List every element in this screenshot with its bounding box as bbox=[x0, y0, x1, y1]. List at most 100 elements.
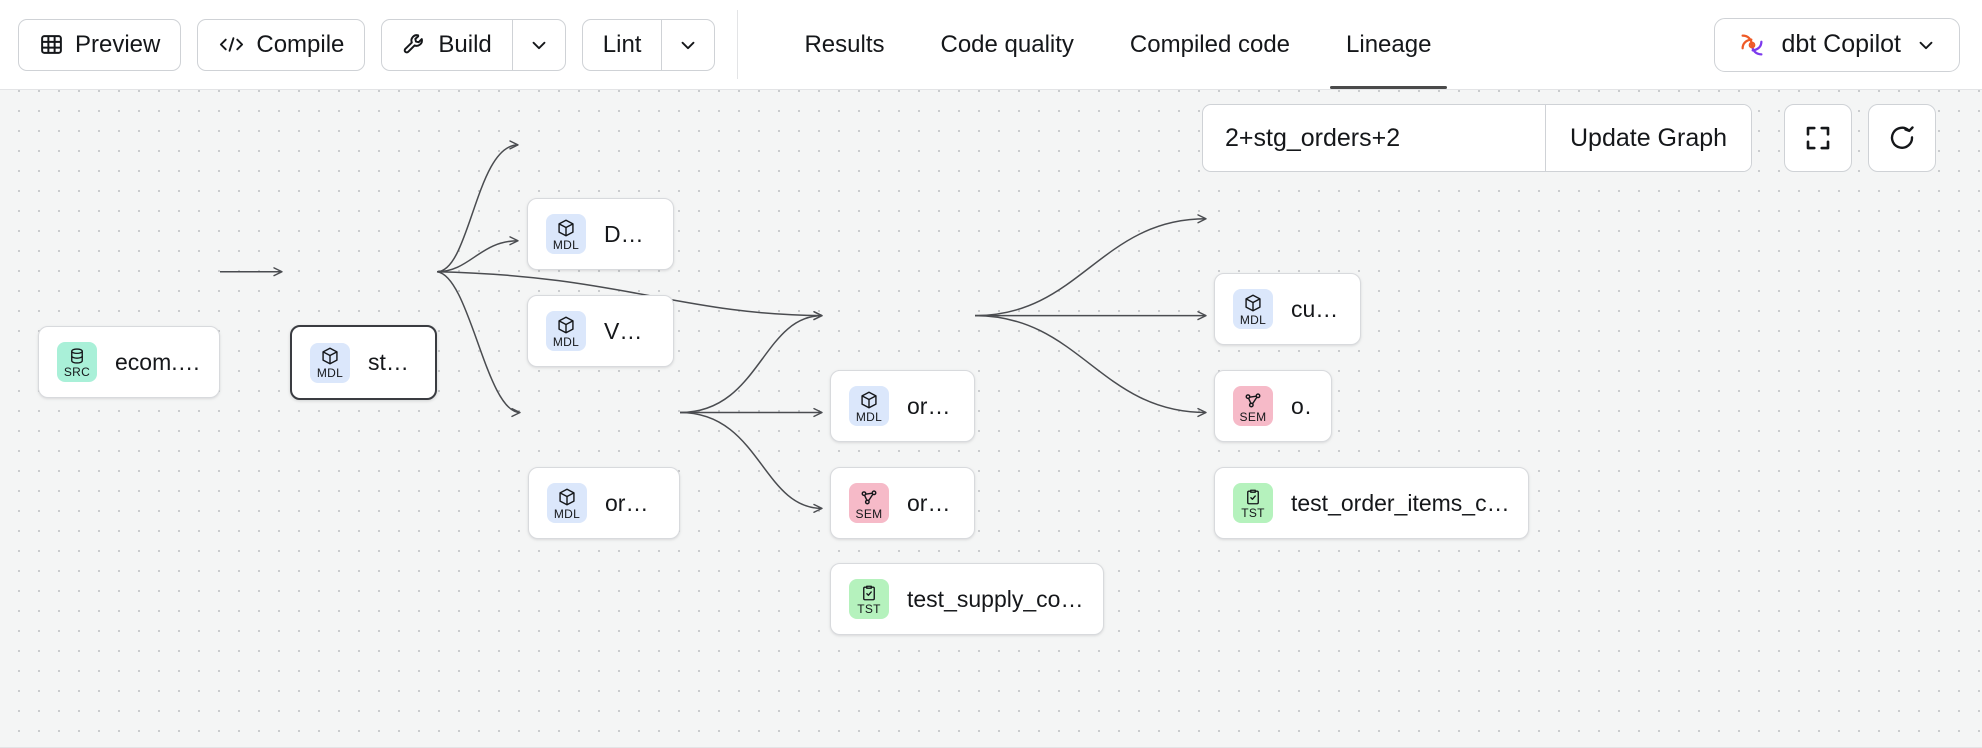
tab-label: Compiled code bbox=[1129, 30, 1291, 58]
node-type-label: SEM bbox=[1239, 409, 1267, 424]
dbt-copilot-icon bbox=[1737, 30, 1767, 60]
node-type-label: SEM bbox=[855, 506, 883, 521]
cube-icon bbox=[859, 390, 879, 410]
table-icon bbox=[39, 32, 64, 57]
lineage-node[interactable]: SRC ecom.raw_orders bbox=[38, 326, 220, 398]
lineage-node[interactable]: MDL Demo bbox=[527, 198, 674, 270]
node-type-label: MDL bbox=[553, 506, 581, 521]
lineage-node[interactable]: TST test_order_items_compute_to_bools_c… bbox=[1214, 467, 1529, 539]
toolbar-actions: Preview Compile Build bbox=[0, 0, 716, 89]
node-type-label: MDL bbox=[1239, 312, 1267, 327]
lineage-node[interactable]: MDL customers bbox=[1214, 273, 1361, 345]
node-type-label: MDL bbox=[552, 237, 580, 252]
tab-lineage[interactable]: Lineage bbox=[1318, 0, 1459, 89]
clipboard-check-icon bbox=[1244, 488, 1262, 506]
lint-button[interactable]: Lint bbox=[583, 20, 662, 70]
reset-graph-button[interactable] bbox=[1868, 104, 1937, 172]
cube-icon bbox=[557, 487, 577, 507]
node-type-badge: MDL bbox=[546, 214, 586, 254]
node-type-label: MDL bbox=[316, 366, 344, 380]
graph-node-icon bbox=[859, 487, 879, 507]
node-type-badge: MDL bbox=[1233, 289, 1273, 329]
node-label: orders bbox=[1291, 392, 1313, 419]
node-selector-group: Update Graph bbox=[1202, 104, 1753, 172]
compile-label: Compile bbox=[256, 30, 345, 58]
lineage-node[interactable]: MDL orders bbox=[830, 370, 975, 442]
node-type-badge: SRC bbox=[57, 342, 97, 382]
database-icon bbox=[68, 347, 86, 365]
update-graph-label: Update Graph bbox=[1570, 123, 1728, 152]
node-type-label: MDL bbox=[552, 334, 580, 349]
preview-button[interactable]: Preview bbox=[18, 18, 182, 71]
cube-icon bbox=[556, 315, 576, 335]
tab-results[interactable]: Results bbox=[776, 0, 912, 89]
graph-controls: Update Graph bbox=[1202, 104, 1937, 172]
cube-icon bbox=[1243, 293, 1263, 313]
lineage-node[interactable]: MDL stg_orders bbox=[290, 325, 437, 400]
update-graph-button[interactable]: Update Graph bbox=[1545, 105, 1752, 171]
lineage-node[interactable]: SEM orders bbox=[1214, 370, 1332, 442]
node-label: Demo bbox=[604, 220, 655, 247]
toolbar-divider bbox=[737, 10, 739, 79]
preview-label: Preview bbox=[75, 30, 161, 58]
cube-icon bbox=[556, 218, 576, 238]
build-split-button: Build bbox=[381, 18, 566, 71]
chevron-down-icon bbox=[1915, 34, 1937, 56]
graph-icon-buttons bbox=[1784, 104, 1937, 172]
node-label: stg_orders bbox=[368, 349, 417, 375]
lineage-canvas[interactable]: Update Graph bbox=[0, 90, 1982, 748]
copilot-label: dbt Copilot bbox=[1781, 30, 1901, 58]
clipboard-check-icon bbox=[860, 584, 878, 602]
node-label: customers bbox=[1291, 295, 1342, 322]
chevron-down-icon bbox=[677, 34, 699, 56]
node-type-badge: SEM bbox=[849, 483, 889, 523]
node-type-label: SRC bbox=[63, 364, 91, 379]
node-label: test_order_items_compute_to_bools_c… bbox=[1291, 489, 1510, 516]
graph-node-icon bbox=[1243, 390, 1263, 410]
node-type-label: MDL bbox=[855, 409, 883, 424]
tab-label: Lineage bbox=[1346, 30, 1432, 58]
node-type-badge: MDL bbox=[310, 342, 350, 383]
node-type-badge: MDL bbox=[849, 386, 889, 426]
code-brackets-icon bbox=[218, 32, 245, 57]
dbt-copilot-button[interactable]: dbt Copilot bbox=[1714, 17, 1960, 72]
tab-label: Results bbox=[804, 30, 885, 58]
node-type-badge: TST bbox=[1233, 483, 1273, 523]
node-label: VE_Demo bbox=[604, 317, 655, 344]
top-toolbar: Preview Compile Build bbox=[0, 0, 1982, 90]
tab-label: Code quality bbox=[940, 30, 1074, 58]
node-type-badge: TST bbox=[849, 579, 889, 619]
wrench-icon bbox=[402, 32, 427, 57]
fit-view-button[interactable] bbox=[1784, 104, 1853, 172]
node-type-badge: SEM bbox=[1233, 386, 1273, 426]
chevron-down-icon bbox=[528, 34, 550, 56]
build-label: Build bbox=[438, 30, 492, 58]
node-type-badge: MDL bbox=[546, 311, 586, 351]
lint-split-button: Lint bbox=[581, 18, 716, 71]
build-button[interactable]: Build bbox=[382, 20, 511, 70]
toolbar-right: dbt Copilot bbox=[1714, 17, 1982, 72]
lineage-edges bbox=[220, 140, 1207, 513]
lint-label: Lint bbox=[602, 30, 642, 58]
node-type-badge: MDL bbox=[547, 483, 587, 523]
lint-dropdown-toggle[interactable] bbox=[661, 19, 714, 70]
node-label: test_supply_costs_sum_correctly bbox=[907, 585, 1085, 612]
lineage-node[interactable]: MDL order_items bbox=[528, 467, 680, 539]
node-selector-input[interactable] bbox=[1203, 105, 1545, 171]
lineage-node[interactable]: TST test_supply_costs_sum_correctly bbox=[830, 563, 1104, 635]
cube-icon bbox=[320, 346, 340, 366]
tab-compiled-code[interactable]: Compiled code bbox=[1102, 0, 1318, 89]
node-type-label: TST bbox=[1241, 505, 1265, 520]
build-dropdown-toggle[interactable] bbox=[511, 19, 565, 70]
tab-code-quality[interactable]: Code quality bbox=[913, 0, 1102, 89]
node-label: ecom.raw_orders bbox=[115, 348, 201, 375]
node-label: order_items bbox=[605, 489, 661, 516]
expand-fullscreen-icon bbox=[1803, 123, 1833, 153]
compile-button[interactable]: Compile bbox=[197, 18, 366, 71]
node-label: orders bbox=[907, 392, 956, 419]
node-type-label: TST bbox=[857, 601, 881, 616]
panel-tabs: Results Code quality Compiled code Linea… bbox=[738, 0, 1459, 89]
lineage-node[interactable]: MDL VE_Demo bbox=[527, 295, 674, 367]
refresh-icon bbox=[1887, 123, 1917, 153]
